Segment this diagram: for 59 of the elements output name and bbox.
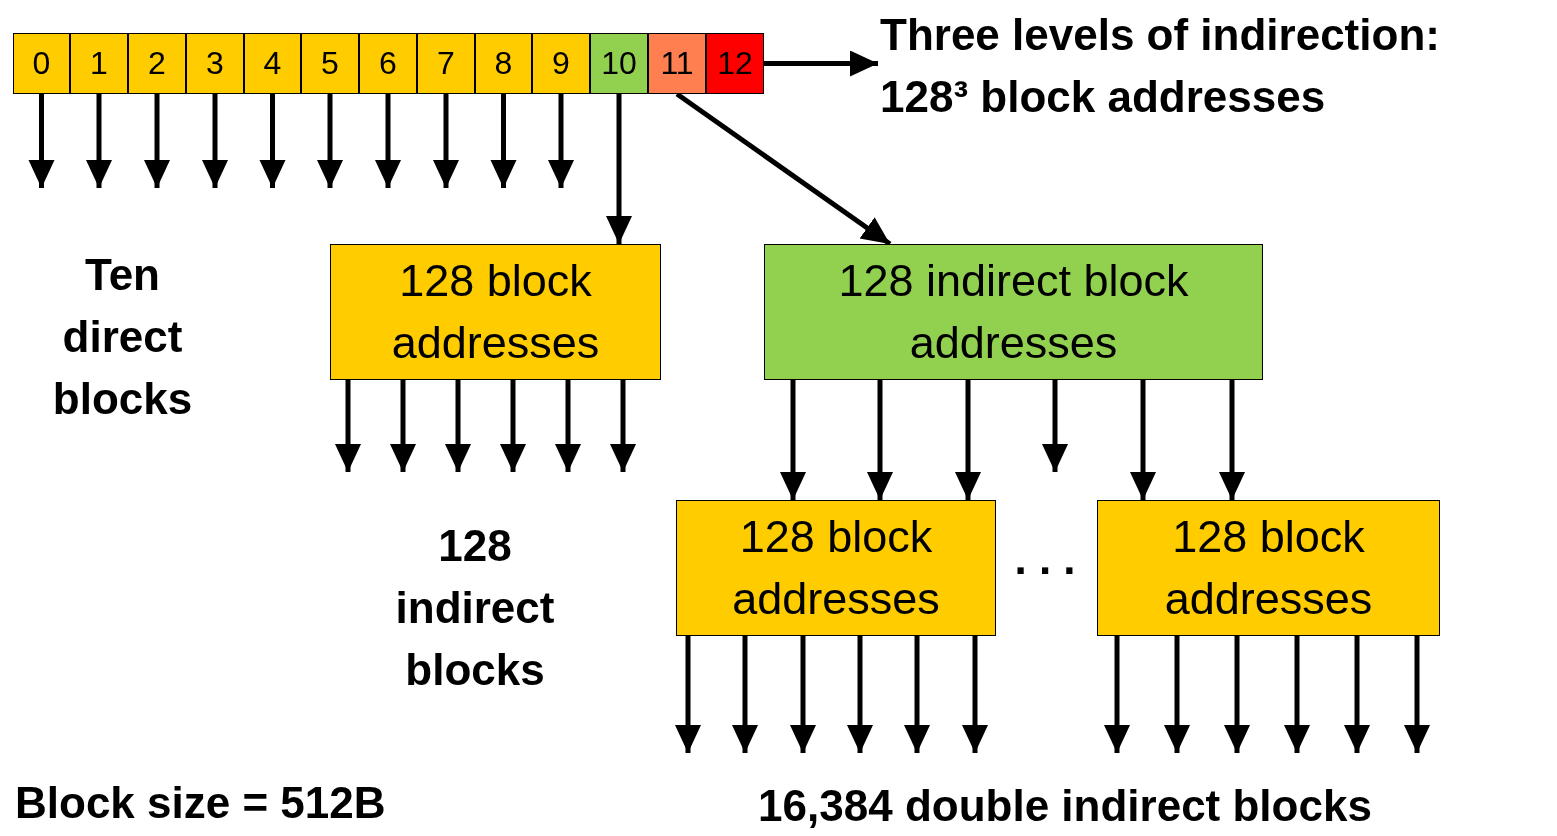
arrow [28, 94, 55, 188]
arrow [259, 94, 286, 188]
pointer-cell: 8 [475, 33, 532, 94]
arrow [1219, 380, 1245, 500]
arrow [317, 94, 343, 188]
arrow [445, 380, 471, 472]
caption-text: 16,384 double indirect blocks [757, 780, 1373, 832]
arrow [1130, 380, 1156, 500]
arrow [490, 94, 517, 188]
address-block: 128 block addresses [676, 500, 996, 636]
caption-text: Ten direct blocks [51, 249, 194, 425]
pointer-cell: 1 [70, 33, 128, 94]
pointer-cell: 3 [186, 33, 244, 94]
caption-text: 128 indirect blocks [394, 520, 556, 696]
arrow [1042, 380, 1068, 472]
arrow [764, 50, 878, 77]
annotation-text: Three levels of indirection: 128³ block addresses [880, 4, 1480, 128]
arrow [610, 380, 636, 472]
arrow [555, 380, 581, 472]
arrow [955, 380, 981, 500]
arrow [962, 636, 988, 753]
address-block: 128 indirect block addresses [764, 244, 1263, 380]
arrow [1104, 636, 1130, 753]
arrow [548, 94, 574, 188]
arrow [86, 94, 112, 188]
pointer-cell: 6 [359, 33, 417, 94]
arrow [390, 380, 416, 472]
arrow [1344, 636, 1370, 753]
pointer-cell: 9 [532, 33, 590, 94]
pointer-cell: 5 [301, 33, 359, 94]
arrow [780, 380, 806, 500]
arrow [144, 94, 170, 188]
arrow [433, 94, 459, 188]
address-block: 128 block addresses [330, 244, 661, 380]
arrow [1284, 636, 1310, 753]
arrow [732, 636, 758, 753]
pointer-cell: 11 [648, 33, 706, 94]
pointer-cell: 4 [244, 33, 301, 94]
arrow [202, 94, 228, 188]
pointer-cell: 0 [13, 33, 70, 94]
arrow [847, 636, 873, 753]
arrow [335, 380, 361, 472]
arrow [1224, 636, 1250, 753]
arrow [867, 380, 893, 500]
pointer-cell: 7 [417, 33, 475, 94]
arrow [675, 636, 701, 753]
note-text: Block size = 512B [15, 777, 387, 829]
address-block: 128 block addresses [1097, 500, 1440, 636]
arrow [1164, 636, 1190, 753]
arrow [790, 636, 816, 753]
arrow [500, 380, 526, 472]
pointer-cell: 2 [128, 33, 186, 94]
arrow [375, 94, 401, 188]
pointer-cell: 10 [590, 33, 648, 94]
arrow [904, 636, 930, 753]
arrow [606, 94, 632, 244]
arrow [1404, 636, 1430, 753]
ellipsis: . . . [1013, 533, 1077, 585]
pointer-cell: 12 [706, 33, 764, 94]
